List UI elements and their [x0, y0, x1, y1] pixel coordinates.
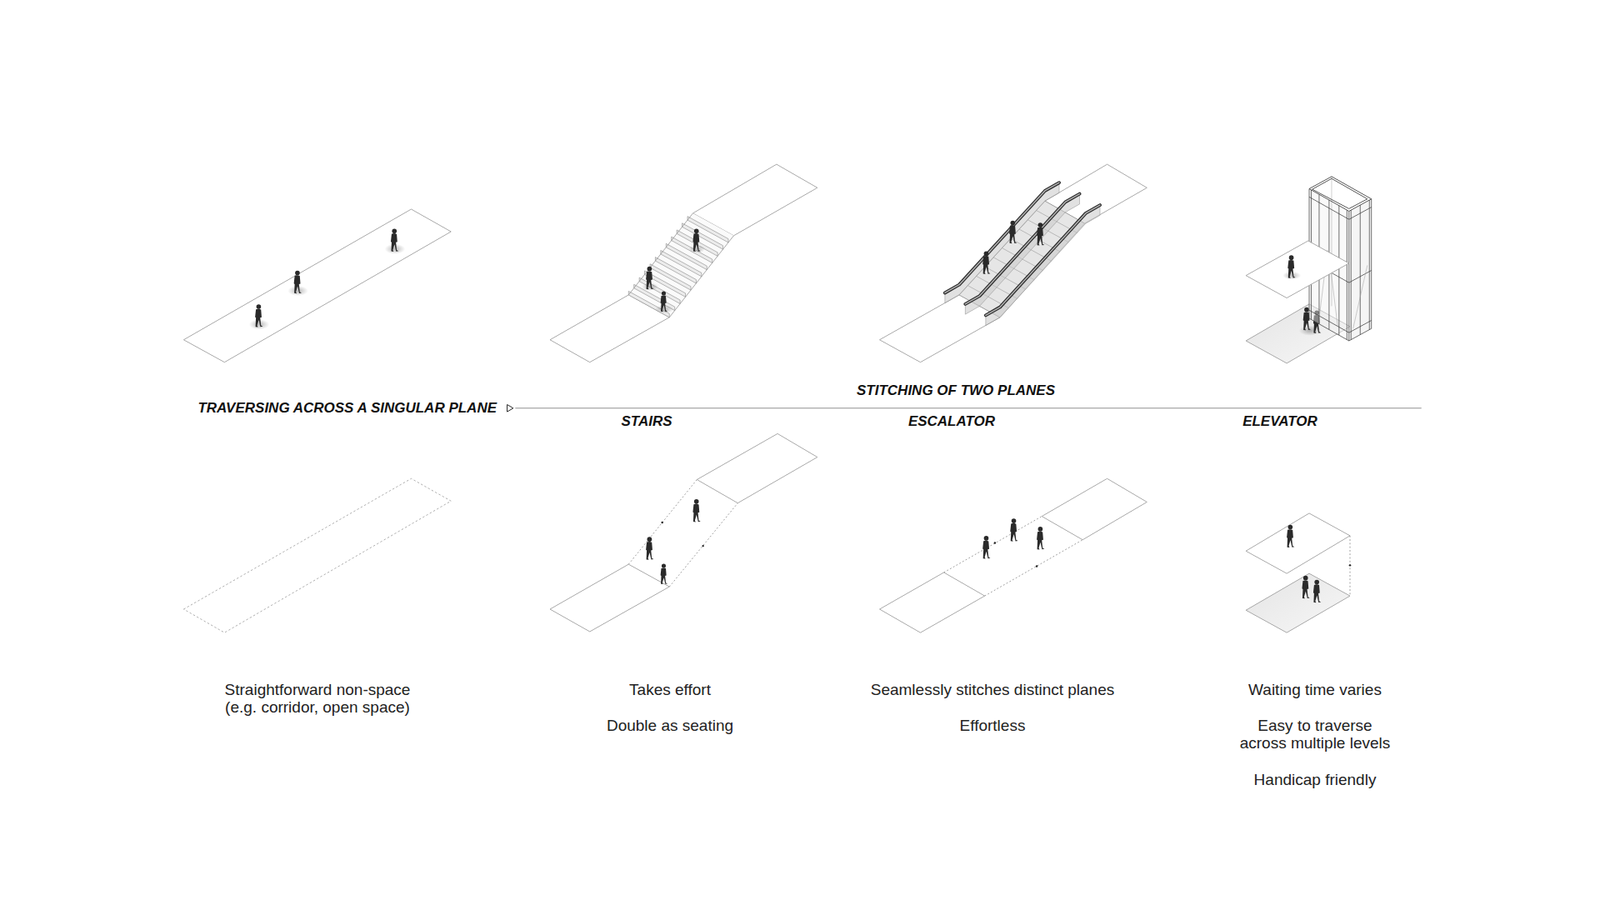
column-heading: STAIRS [620, 413, 672, 430]
dot [1349, 564, 1351, 566]
person-figure [1036, 222, 1045, 245]
column-heading: ESCALATOR [908, 413, 995, 430]
shadow [249, 244, 405, 330]
section-heading: TRAVERSING ACROSS A SINGULAR PLANE [197, 400, 497, 417]
divider-line [515, 407, 1421, 409]
floor-plane [1245, 513, 1350, 574]
escalator-balustrade [945, 182, 1060, 303]
person-figure [255, 229, 399, 328]
arrow-head [507, 405, 514, 413]
dotted-link [944, 516, 1084, 597]
escalator-balustrade [985, 205, 1100, 325]
diagram-art [183, 164, 1421, 633]
floor-plane [1041, 478, 1147, 540]
shadow [641, 245, 705, 314]
floor-plane [696, 433, 817, 503]
description-text: Effortless [960, 716, 1026, 735]
description-text: Handicap friendly [1254, 770, 1377, 789]
person-figure [1286, 525, 1321, 604]
dotted-link [628, 480, 738, 588]
floor-plane [880, 572, 985, 633]
floor-plane [1245, 240, 1350, 299]
person-figure [645, 229, 701, 313]
dotted-link [1350, 535, 1351, 596]
description-text: Easy to traverse across multiple levels [1235, 716, 1395, 752]
stair-edge [669, 235, 734, 318]
description-text: Seamlessly stitches distinct planes [870, 680, 1115, 699]
section-heading: STITCHING OF TWO PLANES [856, 382, 1055, 400]
description-text: Double as seating [606, 716, 734, 735]
dot [660, 521, 704, 548]
escalator-balustrade [965, 194, 1080, 315]
person-figure [645, 499, 701, 585]
stair-run [628, 213, 734, 318]
dashed-plane [183, 478, 451, 633]
floor-plane [1245, 573, 1350, 633]
person-figure [982, 518, 1045, 559]
column-heading: ELEVATOR [1242, 413, 1318, 430]
person-figure [1287, 255, 1295, 278]
floor-plane [550, 564, 670, 632]
floor-plane [183, 209, 451, 363]
description-text: Takes effort [629, 680, 711, 699]
stair-edge [628, 213, 693, 295]
dot [994, 541, 1039, 568]
description-text: Straightforward non-space (e.g. corridor… [210, 680, 425, 716]
description-text: Waiting time varies [1248, 680, 1382, 699]
